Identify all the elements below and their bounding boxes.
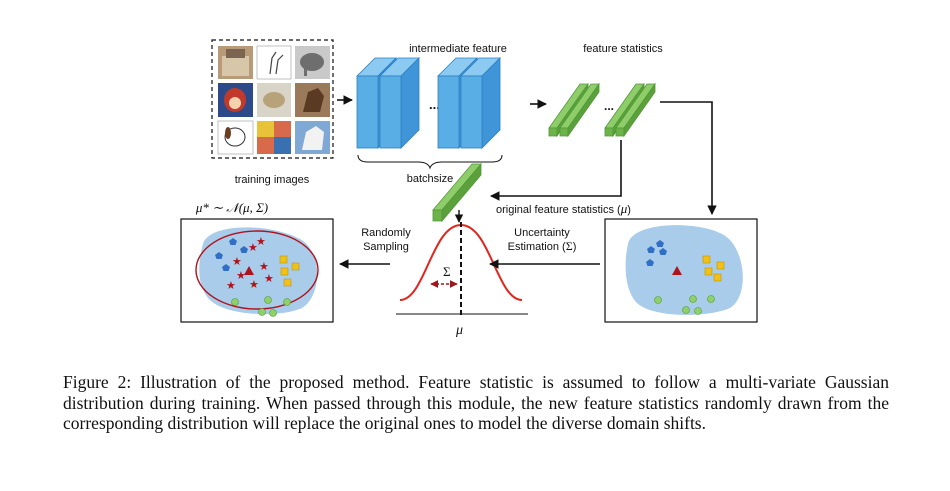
sampled-ellipse	[195, 230, 319, 310]
feature-statistics-label: feature statistics	[583, 43, 663, 55]
svg-text:★: ★	[249, 278, 259, 291]
method-figure: training images intermediate feature ...	[180, 39, 758, 338]
sampling-label: Sampling	[363, 241, 409, 253]
original-cloud	[625, 225, 743, 315]
image-thumbnails	[217, 45, 330, 155]
feature-ellipsis: ...	[429, 97, 440, 112]
feature-statistics: feature statistics ...	[548, 43, 663, 138]
gaussian-distribution: Σ μ	[396, 222, 528, 338]
intermediate-feature-blocks: intermediate feature ... batchsize	[356, 43, 507, 185]
sampled-cloud	[199, 227, 318, 315]
uncertainty-label: Uncertainty	[514, 227, 570, 239]
stat-bar-2	[559, 82, 600, 138]
svg-text:★: ★	[226, 279, 236, 292]
svg-text:★: ★	[256, 235, 266, 248]
intermediate-feature-label: intermediate feature	[409, 43, 507, 55]
figure-caption: Figure 2: Illustration of the proposed m…	[63, 372, 889, 433]
feature-block-2	[379, 57, 420, 149]
original-points	[646, 240, 725, 315]
svg-text:★: ★	[232, 255, 242, 268]
svg-text:★: ★	[264, 272, 274, 285]
stats-ellipsis: ...	[604, 99, 614, 113]
sigma-label: Σ	[443, 264, 451, 279]
training-images-label: training images	[235, 174, 310, 186]
svg-text:★: ★	[259, 260, 269, 273]
original-stats-label: original feature statistics (μ)	[496, 201, 631, 216]
batchsize-brace	[357, 154, 503, 170]
training-images-panel: training images	[211, 39, 334, 186]
feature-block-4	[460, 57, 501, 149]
sample-formula-label: μ* ∼ 𝒩(μ, Σ)	[195, 200, 268, 215]
randomly-label: Randomly	[361, 227, 411, 239]
thumbnail-giraffe-sketch	[256, 45, 292, 80]
arrow-stats-to-distribution	[660, 101, 717, 215]
sampled-points: ★ ★ ★ ★ ★ ★ ★ ★	[215, 235, 300, 317]
sampled-distribution-panel: μ* ∼ 𝒩(μ, Σ) ★ ★ ★ ★ ★ ★ ★ ★	[180, 200, 334, 323]
svg-text:★: ★	[236, 269, 246, 282]
svg-text:★: ★	[248, 241, 258, 254]
mu-axis-label: μ	[455, 323, 463, 338]
original-stat-bar	[432, 162, 482, 223]
batchsize-label: batchsize	[407, 173, 453, 185]
stat-bar-4	[615, 82, 656, 138]
arrow-stats-to-original	[490, 140, 622, 201]
estimation-label: Estimation (Σ)	[508, 239, 577, 253]
original-distribution-panel	[604, 218, 758, 323]
